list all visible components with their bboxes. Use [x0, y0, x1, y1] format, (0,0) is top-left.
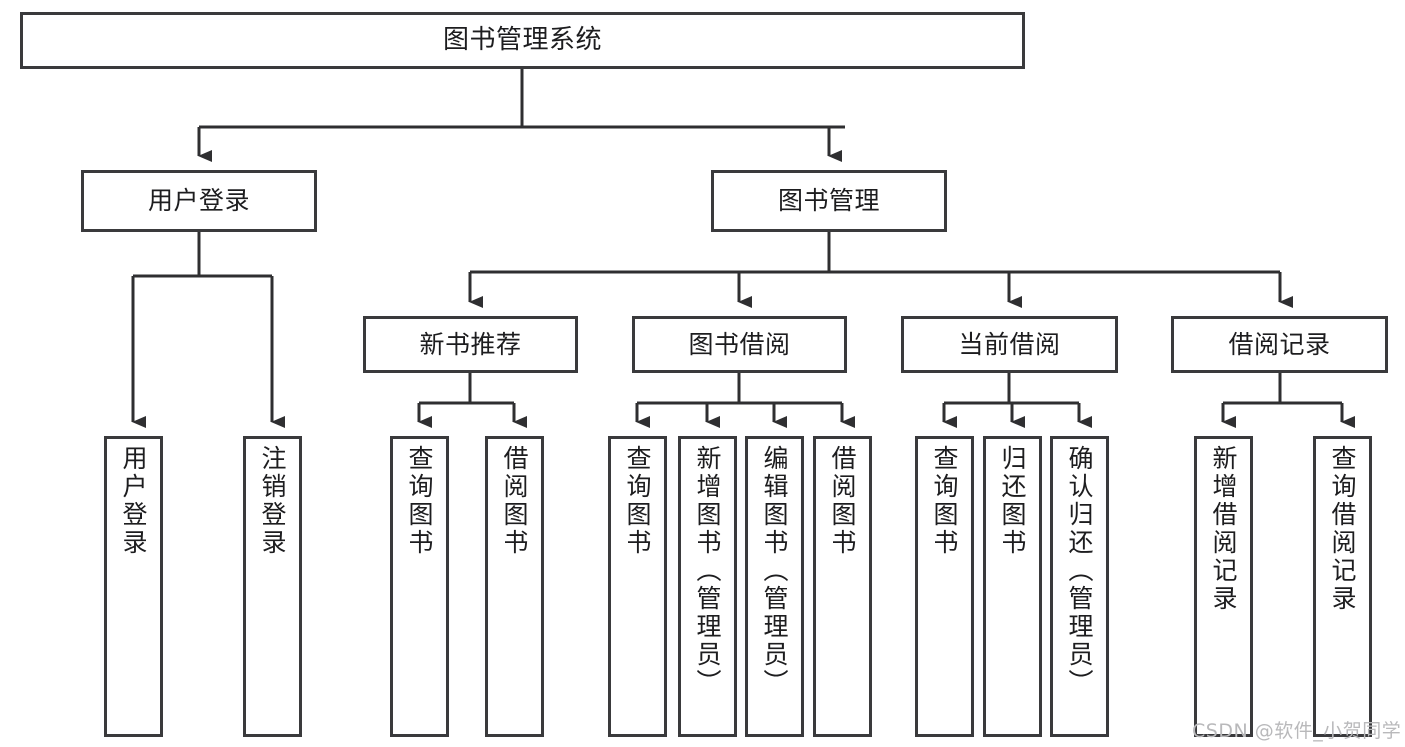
node-new-book-recommend[interactable]: 新书推荐	[363, 316, 578, 373]
leaf-query-book-borrow[interactable]: 查询图书	[608, 436, 667, 737]
node-root-system[interactable]: 图书管理系统	[20, 12, 1025, 69]
leaf-borrow-book-newbook[interactable]: 借阅图书	[485, 436, 544, 737]
node-label: 用户登录	[119, 445, 148, 557]
csdn-watermark: CSDN @软件_小贺同学	[1192, 720, 1402, 742]
node-label: 借阅图书	[828, 445, 857, 557]
node-label: 确认归还（管理员）	[1065, 445, 1094, 697]
node-label: 当前借阅	[958, 329, 1061, 359]
leaf-add-borrow-record[interactable]: 新增借阅记录	[1194, 436, 1253, 737]
leaf-confirm-return-admin[interactable]: 确认归还（管理员）	[1050, 436, 1109, 737]
node-label: 查询图书	[930, 445, 959, 557]
node-label: 注销登录	[258, 445, 287, 557]
leaf-query-book-newbook[interactable]: 查询图书	[390, 436, 449, 737]
node-borrow-records[interactable]: 借阅记录	[1171, 316, 1388, 373]
node-label: 新增借阅记录	[1209, 445, 1238, 613]
node-label: 编辑图书（管理员）	[760, 445, 789, 697]
node-label: 借阅记录	[1228, 329, 1331, 359]
leaf-query-borrow-record[interactable]: 查询借阅记录	[1313, 436, 1372, 737]
node-label: 新增图书（管理员）	[693, 445, 722, 697]
node-label: 查询图书	[623, 445, 652, 557]
node-label: 图书借阅	[688, 329, 791, 359]
node-label: 新书推荐	[419, 329, 522, 359]
node-book-borrow[interactable]: 图书借阅	[632, 316, 847, 373]
node-label: 归还图书	[998, 445, 1027, 557]
node-label: 图书管理	[777, 186, 880, 215]
leaf-edit-book-admin[interactable]: 编辑图书（管理员）	[745, 436, 804, 737]
leaf-user-login[interactable]: 用户登录	[104, 436, 163, 737]
node-label: 用户登录	[147, 186, 250, 215]
leaf-query-book-current[interactable]: 查询图书	[915, 436, 974, 737]
leaf-user-logout[interactable]: 注销登录	[243, 436, 302, 737]
node-label: 查询图书	[405, 445, 434, 557]
node-current-borrow[interactable]: 当前借阅	[901, 316, 1118, 373]
leaf-add-book-admin[interactable]: 新增图书（管理员）	[678, 436, 737, 737]
node-book-management[interactable]: 图书管理	[711, 170, 947, 232]
leaf-return-book[interactable]: 归还图书	[983, 436, 1042, 737]
leaf-borrow-book[interactable]: 借阅图书	[813, 436, 872, 737]
node-label: 图书管理系统	[442, 24, 602, 55]
node-label: 借阅图书	[500, 445, 529, 557]
node-user-login[interactable]: 用户登录	[81, 170, 317, 232]
node-label: 查询借阅记录	[1328, 445, 1357, 613]
